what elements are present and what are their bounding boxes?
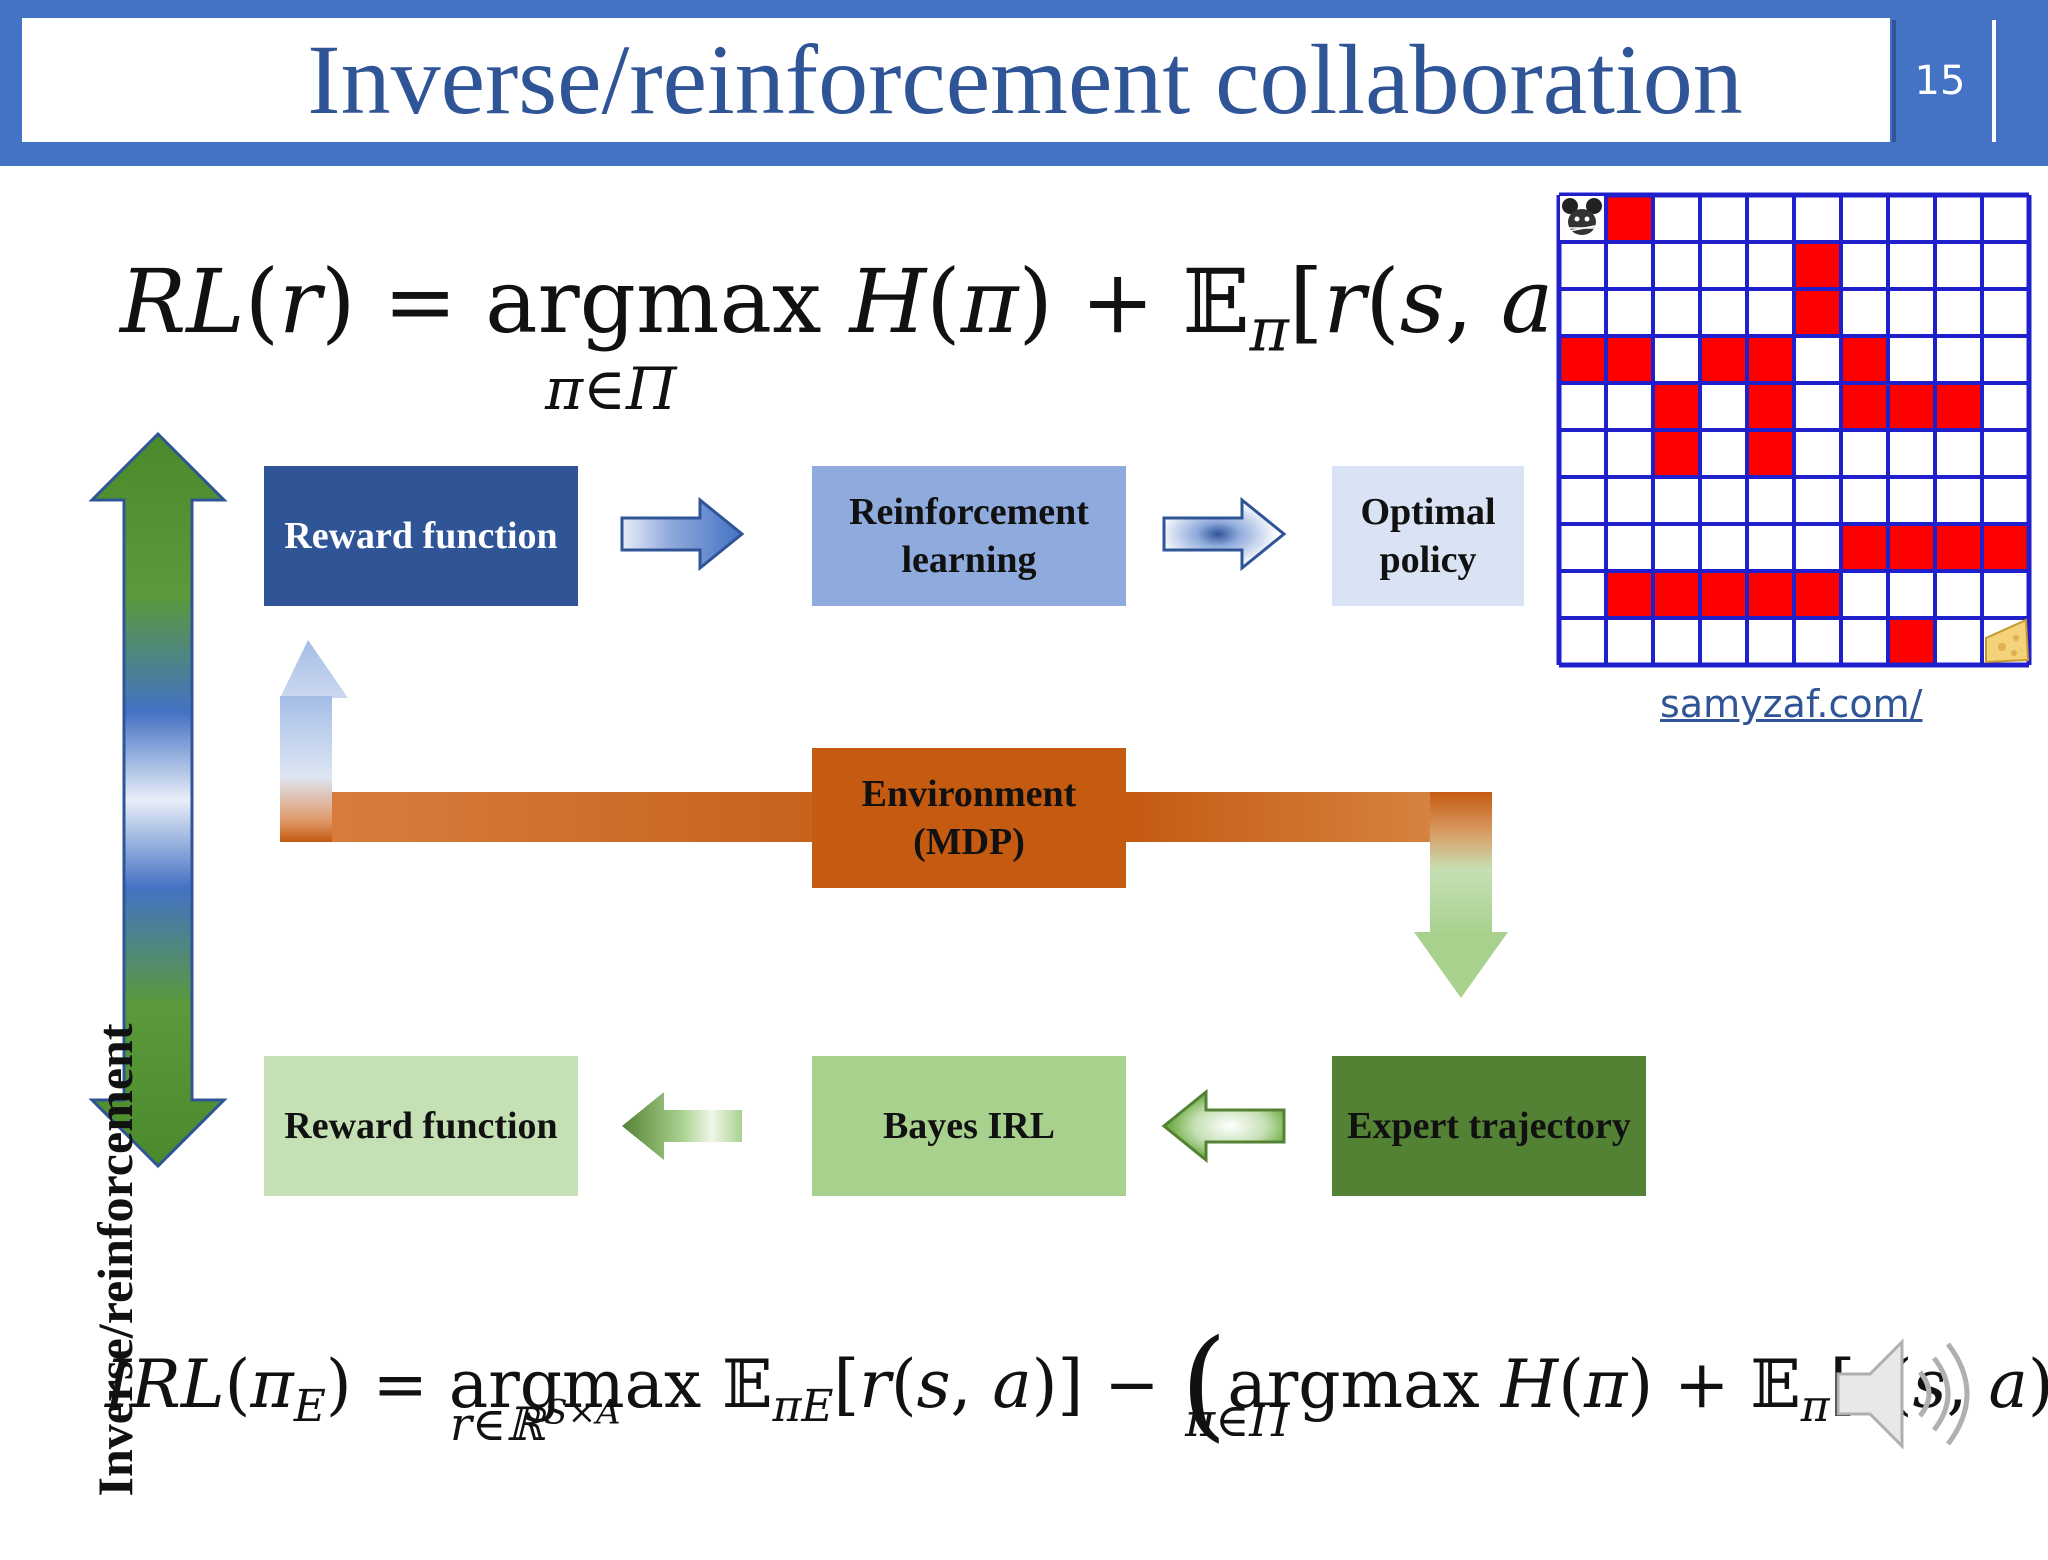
grid-red-cell [1794, 242, 1841, 289]
arrow-left-icon [622, 1092, 742, 1160]
grid-red-cell [1747, 383, 1794, 430]
inverse-reinforcement-double-arrow [88, 431, 228, 1169]
irl-sub1-base: r∈ℝ [450, 1397, 545, 1452]
grid-red-cell [1841, 336, 1888, 383]
grid-red-cell [1935, 383, 1982, 430]
grid-red-cell [1982, 524, 2029, 571]
grid-red-cell [1841, 383, 1888, 430]
grid-red-cell [1841, 524, 1888, 571]
arrow-right-icon [1162, 496, 1287, 572]
optimal-policy-box: Optimal policy [1332, 466, 1524, 606]
environment-flow-arrows [280, 640, 1508, 998]
grid-world [1556, 192, 2032, 668]
irl-sub1-text: r∈ℝS×A [450, 1393, 621, 1452]
grid-red-cell [1606, 336, 1653, 383]
irl-equation-subscript-pi: π∈Π [1185, 1393, 1290, 1447]
cheese-icon [1985, 618, 2030, 664]
grid-red-cell [1606, 571, 1653, 618]
grid-red-cell [1653, 430, 1700, 477]
grid-red-cell [1888, 383, 1935, 430]
grid-red-cell [1653, 571, 1700, 618]
reinforcement-learning-box: Reinforcement learning [812, 466, 1126, 606]
grid-red-cell [1653, 383, 1700, 430]
grid-red-cell [1606, 195, 1653, 242]
title-box [22, 18, 1890, 142]
arrow-right-icon [620, 496, 745, 572]
expert-trajectory-box: Expert trajectory [1332, 1056, 1646, 1196]
environment-mdp-box: Environment (MDP) [812, 748, 1126, 888]
grid-red-cell [1559, 336, 1606, 383]
vertical-label: Inverse/reinforcement [87, 1023, 143, 1497]
reward-function-output-box: Reward function [264, 1056, 578, 1196]
slide-number: 15 [1914, 58, 1966, 104]
slide-number-box [1892, 20, 1996, 142]
grid-red-cell [1747, 430, 1794, 477]
grid-red-cell [1888, 618, 1935, 665]
slide-title: Inverse/reinforcement collaboration [307, 24, 1743, 135]
grid-red-cell [1888, 524, 1935, 571]
grid-red-cell [1700, 571, 1747, 618]
bayes-irl-box: Bayes IRL [812, 1056, 1126, 1196]
speaker-icon[interactable] [1830, 1328, 1990, 1460]
grid-red-cell [1794, 289, 1841, 336]
source-link[interactable]: samyzaf.com/ [1660, 682, 1923, 726]
irl-equation: IRL(πE) = argmax 𝔼πE[r(s, a)] − (argmax … [105, 1315, 2048, 1454]
irl-sub1-exponent: S×A [544, 1393, 621, 1433]
grid-red-cell [1747, 571, 1794, 618]
mouse-icon [1560, 196, 1604, 240]
rl-equation-subscript: π∈Π [545, 355, 677, 423]
grid-red-cell [1747, 336, 1794, 383]
reward-function-box: Reward function [264, 466, 578, 606]
grid-red-cell [1700, 336, 1747, 383]
irl-equation-subscript-r: r∈ℝS×A [450, 1393, 621, 1451]
arrow-left-icon [1161, 1088, 1286, 1164]
rl-equation: RL(r) = argmax H(π) + 𝔼π[r(s, a)] [120, 250, 1622, 366]
grid-red-cell [1935, 524, 1982, 571]
grid-red-cell [1794, 571, 1841, 618]
